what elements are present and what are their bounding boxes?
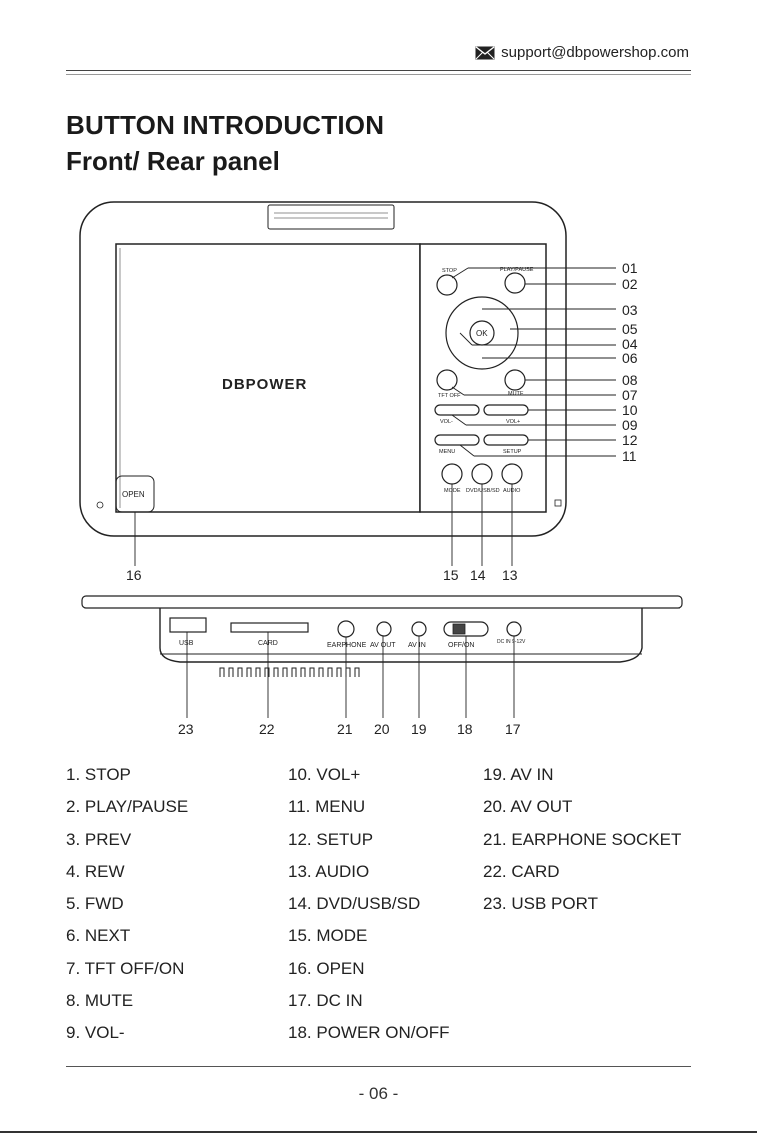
- callout-07: 07: [622, 387, 638, 403]
- callout-10: 10: [622, 402, 638, 418]
- dvd-usb-sd-print: DVD/USB/SD: [466, 488, 500, 494]
- legend-item: 7. TFT OFF/ON: [66, 958, 185, 978]
- menu-print: MENU: [439, 449, 455, 455]
- legend-item: 11. MENU: [288, 797, 366, 817]
- rear-leaders: [186, 632, 515, 718]
- legend-item: 4. REW: [66, 861, 125, 881]
- callout-03: 03: [622, 302, 638, 318]
- legend-item: 13. AUDIO: [288, 861, 370, 881]
- legend-item: 15. MODE: [288, 926, 368, 946]
- front-panel: [79, 201, 567, 537]
- legend-item: 5. FWD: [66, 894, 124, 914]
- callout-04: 04: [622, 336, 638, 352]
- legend-item: 2. PLAY/PAUSE: [66, 797, 189, 817]
- callout-01: 01: [622, 260, 638, 276]
- legend-item: 6. NEXT: [66, 926, 131, 946]
- envelope-icon: [475, 45, 495, 59]
- callout-23: 23: [178, 721, 194, 737]
- support-email: support@dbpowershop.com: [475, 44, 689, 61]
- mute-print: MUTE: [508, 391, 524, 397]
- legend-column-3: 19. AV IN 20. AV OUT 21. EARPHONE SOCKET…: [483, 764, 681, 925]
- usb-print: USB: [179, 640, 194, 647]
- open-label: OPEN: [122, 490, 145, 499]
- callout-16: 16: [126, 567, 142, 583]
- rear-panel: [81, 595, 683, 663]
- footer-rule: [66, 1066, 691, 1067]
- header-rule-thin: [66, 74, 691, 75]
- legend-column-1: 1. STOP 2. PLAY/PAUSE 3. PREV 4. REW 5. …: [66, 764, 188, 1055]
- tft-off-print: TFT OFF: [438, 393, 461, 399]
- callout-14: 14: [470, 567, 486, 583]
- callout-11: 11: [622, 448, 637, 464]
- callout-19: 19: [411, 721, 427, 737]
- callout-06: 06: [622, 350, 638, 366]
- callout-02: 02: [622, 276, 638, 292]
- legend-item: 14. DVD/USB/SD: [288, 894, 421, 914]
- page-subtitle: Front/ Rear panel: [66, 146, 280, 176]
- header-rule: [66, 70, 691, 71]
- legend-item: 17. DC IN: [288, 991, 363, 1011]
- legend-item: 16. OPEN: [288, 958, 365, 978]
- legend-item: 10. VOL+: [288, 765, 361, 784]
- legend-item: 8. MUTE: [66, 991, 134, 1011]
- page-title: BUTTON INTRODUCTION: [66, 110, 385, 140]
- rear-callout-numbers: 23 22 21 20 19 18 17: [178, 721, 521, 737]
- legend-item: 1. STOP: [66, 765, 131, 784]
- page-number: - 06 -: [358, 1084, 399, 1103]
- callout-20: 20: [374, 721, 390, 737]
- legend-item: 12. SETUP: [288, 829, 374, 849]
- stop-print: STOP: [442, 268, 457, 274]
- legend-item: 3. PREV: [66, 829, 132, 849]
- brand-logo: DBPOWER: [222, 376, 307, 393]
- legend-item: 18. POWER ON/OFF: [288, 1023, 450, 1043]
- earphone-print: EARPHONE: [327, 642, 367, 649]
- callout-18: 18: [457, 721, 473, 737]
- callout-05: 05: [622, 321, 638, 337]
- legend-item: 22. CARD: [483, 861, 560, 881]
- page-edge: [0, 1131, 757, 1133]
- front-leaders: [134, 267, 616, 566]
- legend-item: 20. AV OUT: [483, 797, 573, 817]
- player-diagram: DBPOWER OPEN STOP PLAY/PAUSE OK TFT OFF …: [79, 201, 683, 737]
- callout-22: 22: [259, 721, 275, 737]
- front-callout-numbers: 01 02 03 05 04 06 08 07 10 09 12 11 16 1…: [126, 260, 638, 583]
- vol-plus-print: VOL+: [506, 419, 520, 425]
- legend-column-2: 10. VOL+ 11. MENU 12. SETUP 13. AUDIO 14…: [288, 764, 450, 1055]
- email-text: support@dbpowershop.com: [501, 44, 689, 61]
- rear-vent-grille: [219, 667, 360, 677]
- legend-item: 21. EARPHONE SOCKET: [483, 829, 682, 849]
- off-on-print: OFF/ON: [448, 642, 474, 649]
- callout-17: 17: [505, 721, 521, 737]
- legend-item: 23. USB PORT: [483, 894, 598, 914]
- play-pause-print: PLAY/PAUSE: [500, 267, 534, 273]
- callout-15: 15: [443, 567, 459, 583]
- dc-in-print: DC IN 9-12V: [497, 639, 526, 645]
- callout-13: 13: [502, 567, 518, 583]
- legend-item: 9. VOL-: [66, 1023, 125, 1043]
- ok-print: OK: [476, 329, 488, 338]
- callout-09: 09: [622, 417, 638, 433]
- setup-print: SETUP: [503, 449, 522, 455]
- callout-21: 21: [337, 721, 353, 737]
- legend-item: 19. AV IN: [483, 765, 554, 784]
- av-in-print: AV IN: [408, 642, 426, 649]
- callout-08: 08: [622, 372, 638, 388]
- vol-minus-print: VOL-: [440, 419, 453, 425]
- callout-12: 12: [622, 432, 638, 448]
